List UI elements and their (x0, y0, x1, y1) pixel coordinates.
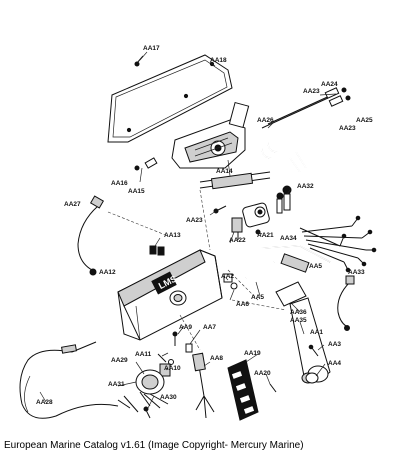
throttle-shift-cables (199, 87, 351, 205)
callout-aa16: AA16 (111, 180, 128, 187)
callout-aa11: AA11 (135, 351, 152, 358)
screw-aa20 (269, 383, 277, 393)
callout-aa20: AA20 (254, 370, 271, 377)
callout-aa7: AA7 (203, 324, 217, 331)
shaft-aa5 (245, 260, 275, 280)
ignition-keys (276, 185, 292, 214)
control-housing: LMS (117, 249, 223, 341)
callout-aa31: AA31 (108, 381, 125, 388)
callout-aa14: AA14 (216, 168, 233, 175)
small-parts-aa15-aa16 (134, 157, 158, 171)
callout-aa23-mid: AA23 (186, 217, 203, 224)
callout-aa33: AA33 (348, 269, 365, 276)
callout-aa8: AA8 (210, 355, 224, 362)
callout-aa32: AA32 (297, 183, 314, 190)
callout-aa25: AA25 (356, 117, 373, 124)
wire-bundle (299, 215, 377, 273)
control-mechanism (171, 101, 250, 169)
tachometer-assembly (117, 353, 174, 419)
screw-aa3-knob-aa4 (305, 344, 319, 384)
callout-aa1: AA1 (310, 329, 324, 336)
callout-aa10: AA10 (164, 365, 181, 372)
callout-aa17: AA17 (143, 45, 160, 52)
callout-aa23-top: AA23 (303, 88, 320, 95)
lanyard-aa27 (77, 195, 105, 276)
callout-aa24: AA24 (321, 81, 338, 88)
callout-aa2: AA2 (221, 273, 235, 280)
callout-aa3: AA3 (328, 341, 342, 348)
terminal-block (227, 359, 259, 421)
callout-aa30: AA30 (160, 394, 177, 401)
callout-aa5-mid: AA5 (251, 294, 265, 301)
callout-aa27: AA27 (64, 201, 81, 208)
callout-aa6: AA6 (236, 301, 250, 308)
callout-aa5-right: AA5 (309, 263, 323, 270)
callout-aa23-right: AA23 (339, 125, 356, 132)
copyright-caption: European Marine Catalog v1.61 (Image Cop… (4, 440, 304, 451)
callout-aa26: AA26 (257, 117, 274, 124)
fasteners-aa9-aa7 (172, 331, 193, 353)
callout-aa12: AA12 (99, 269, 116, 276)
harness-plug-aa8 (192, 352, 215, 419)
callout-aa9: AA9 (179, 324, 193, 331)
nuts-aa2-aa6 (223, 273, 238, 290)
callout-aa36: AA36 (290, 309, 307, 316)
callout-aa15: AA15 (128, 188, 145, 195)
callout-aa34: AA34 (280, 235, 297, 242)
callout-aa29: AA29 (111, 357, 128, 364)
lanyard-aa33 (337, 275, 355, 331)
callout-aa19: AA19 (244, 350, 261, 357)
wire-harness-aa34 (261, 245, 331, 273)
callout-leaders (39, 51, 337, 409)
ignition-switch (213, 202, 270, 240)
mounting-plate (107, 54, 233, 143)
callout-aa13: AA13 (164, 232, 181, 239)
callout-aa28: AA28 (36, 399, 53, 406)
callout-aa22: AA22 (229, 237, 246, 244)
callout-aa18: AA18 (210, 57, 227, 64)
callout-aa35: AA35 (290, 317, 307, 324)
callout-aa4: AA4 (328, 360, 342, 367)
brackets-aa13 (149, 245, 165, 256)
extension-cable-aa28 (19, 341, 119, 419)
callout-aa21: AA21 (257, 232, 274, 239)
